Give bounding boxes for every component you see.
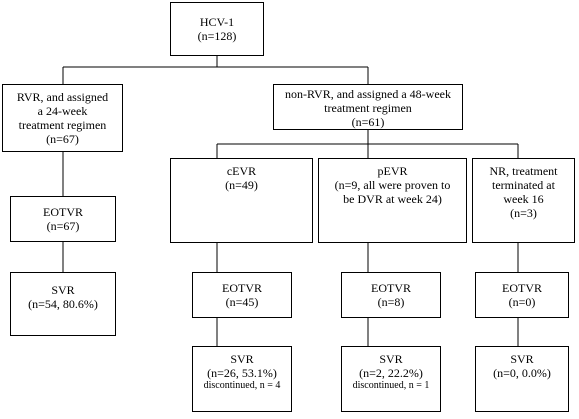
svr-rvr-title: SVR bbox=[51, 283, 75, 297]
eotvr-nr-count: (n=0) bbox=[508, 295, 536, 309]
svr-cevr-count: (n=26, 53.1%) bbox=[207, 366, 277, 380]
box-rvr: RVR, and assigned a 24-week treatment re… bbox=[2, 84, 123, 152]
nonrvr-line2: treatment regimen bbox=[324, 101, 412, 115]
box-nr: NR, treatment terminated at week 16 (n=3… bbox=[472, 158, 575, 243]
nr-line1: NR, treatment bbox=[489, 164, 558, 178]
eotvr-cevr-title: EOTVR bbox=[222, 281, 262, 295]
rvr-line1: RVR, and assigned bbox=[16, 90, 109, 104]
box-eotvr-rvr: EOTVR (n=67) bbox=[10, 196, 116, 242]
eotvr-cevr-count: (n=45) bbox=[225, 295, 259, 309]
box-eotvr-nr: EOTVR (n=0) bbox=[475, 272, 569, 318]
svr-pevr-note: discontinued, n = 1 bbox=[352, 380, 430, 391]
svr-pevr-title: SVR bbox=[379, 352, 403, 366]
rvr-line3: treatment regimen bbox=[18, 118, 107, 132]
svr-pevr-count: (n=2, 22.2%) bbox=[359, 366, 423, 380]
box-svr-nr: SVR (n=0, 0.0%) bbox=[475, 346, 569, 412]
rvr-line4: (n=67) bbox=[46, 132, 79, 146]
nr-line3: week 16 bbox=[503, 192, 544, 206]
pevr-line3: be DVR at week 24) bbox=[343, 192, 442, 206]
svr-cevr-note: discontinued, n = 4 bbox=[203, 380, 281, 391]
eotvr-pevr-title: EOTVR bbox=[371, 281, 411, 295]
eotvr-rvr-title: EOTVR bbox=[43, 205, 83, 219]
nr-line2: terminated at bbox=[492, 178, 555, 192]
cevr-line2: (n=49) bbox=[225, 178, 258, 192]
svr-nr-count: (n=0, 0.0%) bbox=[493, 366, 551, 380]
root-count: (n=128) bbox=[197, 29, 237, 43]
svr-cevr-title: SVR bbox=[230, 352, 254, 366]
eotvr-pevr-count: (n=8) bbox=[377, 295, 405, 309]
box-cevr: cEVR (n=49) bbox=[170, 158, 313, 243]
svr-nr-title: SVR bbox=[510, 352, 534, 366]
box-hcv1-root: HCV-1 (n=128) bbox=[170, 2, 264, 56]
box-svr-cevr: SVR (n=26, 53.1%) discontinued, n = 4 bbox=[192, 346, 292, 412]
nonrvr-line3: (n=61) bbox=[351, 115, 385, 129]
svr-rvr-count: (n=54, 80.6%) bbox=[28, 297, 98, 311]
box-eotvr-cevr: EOTVR (n=45) bbox=[192, 272, 292, 318]
cevr-line1: cEVR bbox=[226, 164, 257, 178]
box-eotvr-pevr: EOTVR (n=8) bbox=[341, 272, 441, 318]
nr-line4: (n=3) bbox=[510, 206, 537, 220]
pevr-line2: (n=9, all were proven to bbox=[334, 178, 451, 192]
eotvr-nr-title: EOTVR bbox=[502, 281, 542, 295]
rvr-line2: a 24-week bbox=[37, 104, 88, 118]
pevr-line1: pEVR bbox=[377, 164, 408, 178]
box-non-rvr: non-RVR, and assigned a 48-week treatmen… bbox=[273, 84, 463, 130]
eotvr-rvr-count: (n=67) bbox=[46, 219, 80, 233]
nonrvr-line1: non-RVR, and assigned a 48-week bbox=[284, 87, 451, 101]
box-svr-rvr: SVR (n=54, 80.6%) bbox=[10, 272, 116, 336]
box-svr-pevr: SVR (n=2, 22.2%) discontinued, n = 1 bbox=[341, 346, 441, 412]
root-title: HCV-1 bbox=[199, 15, 235, 29]
box-pevr: pEVR (n=9, all were proven to be DVR at … bbox=[318, 158, 467, 243]
